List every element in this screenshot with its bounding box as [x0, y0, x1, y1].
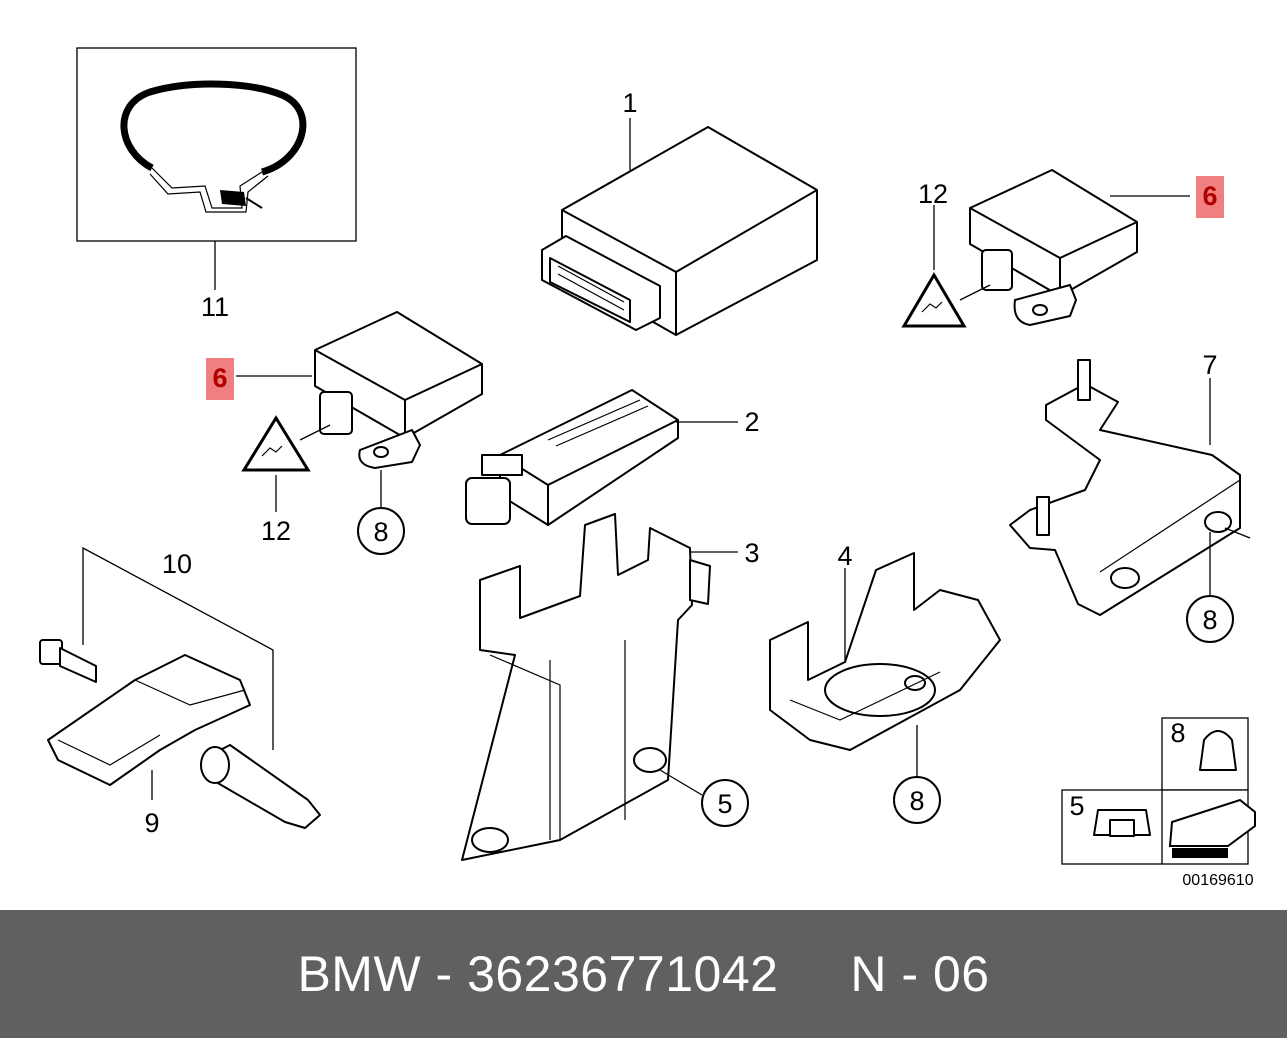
callout-10: 10: [162, 549, 192, 579]
callout-12-right: 12: [918, 179, 948, 209]
highlight-6-left: [206, 358, 234, 400]
tire-inset: [76, 47, 357, 242]
warning-triangle-right: [901, 272, 967, 328]
part-6-module-left: [314, 311, 483, 469]
callout-3: 3: [744, 538, 759, 568]
callout-2: 2: [744, 407, 759, 437]
parts-diagram: 11 1 12 6: [39, 47, 1256, 889]
part-4-bracket: [769, 552, 1001, 751]
callout-6-left: 6: [212, 363, 227, 393]
callout-7: 7: [1202, 350, 1217, 380]
legend-5: 5: [1069, 791, 1084, 821]
circle-8-middle: [893, 776, 941, 824]
footer-text: BMW - 36236771042 N - 06: [297, 946, 990, 1002]
callout-8-middle: 8: [909, 786, 924, 816]
callout-5: 5: [717, 789, 732, 819]
part-1-control-unit: [541, 126, 818, 336]
callout-6-right: 6: [1202, 181, 1217, 211]
part-7-holder: [1009, 359, 1241, 616]
callout-8-right: 8: [1202, 605, 1217, 635]
part-2-receiver: [465, 389, 679, 526]
callout-8-left: 8: [373, 517, 388, 547]
circle-8-left: [357, 507, 405, 555]
circle-8-right: [1186, 595, 1234, 643]
highlight-6-right: [1196, 176, 1224, 218]
callout-1: 1: [622, 88, 637, 118]
part-3-bracket: [461, 513, 711, 861]
callout-4: 4: [837, 541, 852, 571]
drawing-number: 00169610: [1182, 872, 1253, 889]
legend-hardware: [1061, 717, 1256, 865]
legend-8: 8: [1170, 718, 1185, 748]
callout-11: 11: [201, 292, 229, 322]
part-9-sensor: [39, 639, 321, 829]
circle-5: [701, 779, 749, 827]
warning-triangle-left: [241, 415, 311, 472]
callout-9: 9: [144, 808, 159, 838]
callout-12-left: 12: [261, 516, 291, 546]
part-6-module-right: [969, 169, 1138, 326]
footer-bar: BMW - 36236771042 N - 06: [0, 910, 1287, 1038]
